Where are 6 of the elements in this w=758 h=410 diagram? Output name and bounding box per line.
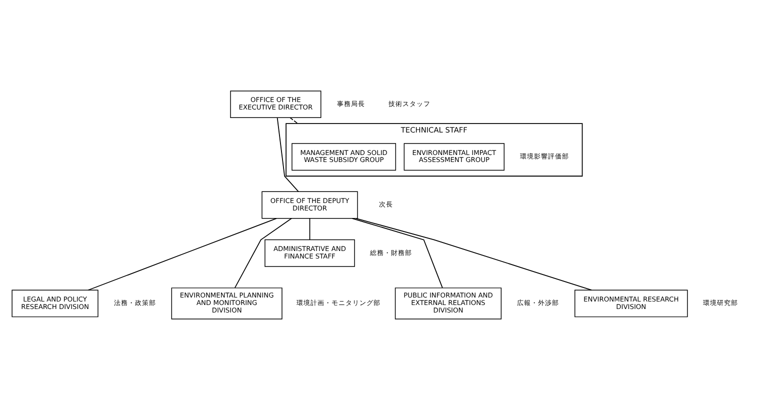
- connector: [88, 218, 277, 291]
- connector: [290, 117, 298, 124]
- connector: [309, 218, 310, 240]
- connector: [356, 218, 592, 291]
- connector: [352, 218, 443, 288]
- connector: [234, 218, 292, 288]
